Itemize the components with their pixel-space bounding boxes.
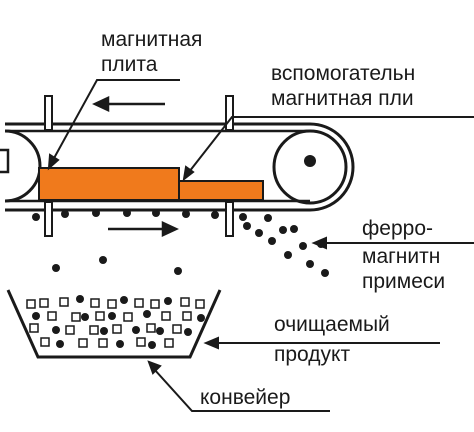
left-roller bbox=[4, 129, 42, 203]
particle bbox=[182, 210, 190, 218]
support-post-mid-lower bbox=[225, 201, 234, 237]
support-post-left-lower bbox=[44, 201, 53, 237]
product-dots bbox=[32, 295, 205, 349]
label-magnetic-plate-line2: плита bbox=[101, 53, 158, 76]
magnetic-plate bbox=[38, 167, 180, 201]
particle bbox=[268, 237, 276, 245]
belt-outline bbox=[5, 122, 355, 212]
particle bbox=[279, 226, 287, 234]
label-ferro-line2: магнитн bbox=[362, 245, 440, 268]
particle bbox=[239, 213, 247, 221]
particle bbox=[32, 213, 40, 221]
leader-magnetic-plate bbox=[52, 79, 180, 161]
particle bbox=[211, 211, 219, 219]
aux-magnetic-plate bbox=[178, 180, 264, 201]
particle bbox=[284, 251, 292, 259]
particle bbox=[264, 214, 272, 222]
leader-aux-plate-arrowhead bbox=[182, 165, 195, 182]
particle bbox=[290, 225, 298, 233]
particle bbox=[123, 209, 131, 217]
label-product-line1: очищаемый bbox=[274, 313, 390, 336]
belt-direction-arrow-right bbox=[108, 221, 179, 237]
particle bbox=[92, 209, 100, 217]
particle bbox=[255, 229, 263, 237]
product-squares bbox=[26, 297, 205, 348]
leader-magnetic-plate-arrowhead bbox=[47, 153, 60, 171]
particle bbox=[306, 260, 314, 268]
leader-lines bbox=[47, 79, 474, 412]
support-post-left bbox=[44, 95, 53, 131]
particle bbox=[152, 209, 160, 217]
leader-aux-plate bbox=[188, 116, 474, 173]
label-ferro-line1: ферро- bbox=[362, 217, 433, 240]
left-axle-box bbox=[0, 148, 10, 174]
support-post-mid bbox=[225, 95, 234, 131]
particle bbox=[61, 210, 69, 218]
leader-product-arrowhead bbox=[203, 336, 219, 350]
label-conveyor: конвейер bbox=[200, 386, 290, 409]
particle bbox=[321, 269, 329, 277]
particle bbox=[52, 264, 60, 272]
particle bbox=[299, 242, 307, 250]
particle bbox=[174, 267, 182, 275]
leader-conveyor-arrowhead bbox=[147, 360, 162, 375]
label-ferro-line3: примеси bbox=[362, 270, 445, 293]
falling-particles bbox=[32, 209, 329, 277]
label-magnetic-plate-line1: магнитная bbox=[101, 28, 202, 51]
leader-conveyor bbox=[153, 368, 330, 412]
label-aux-plate-line1: вспомогательн bbox=[271, 62, 415, 85]
leader-ferro-arrowhead bbox=[311, 236, 327, 250]
support-posts bbox=[44, 95, 234, 237]
label-product-line2: продукт bbox=[274, 343, 350, 366]
label-aux-plate-line2: магнитная пли bbox=[271, 87, 414, 110]
particle bbox=[243, 222, 251, 230]
particle bbox=[99, 256, 107, 264]
belt-direction-arrow-left bbox=[92, 96, 165, 112]
right-roller-axle bbox=[304, 155, 316, 167]
conveyor-trough bbox=[6, 289, 222, 359]
